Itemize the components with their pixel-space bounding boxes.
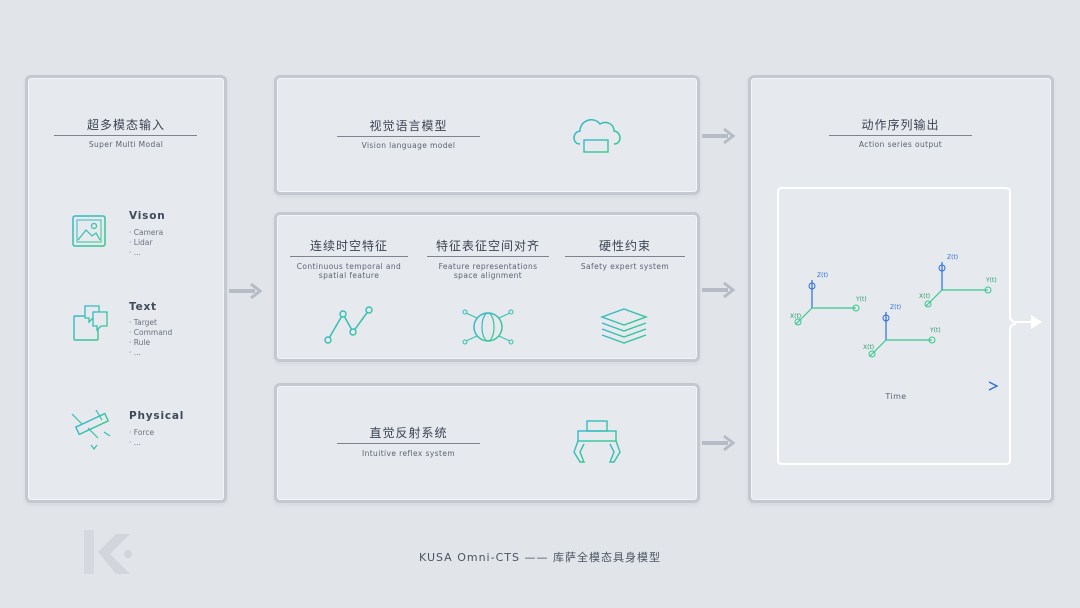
physical-item: · ... [129,438,141,447]
force-sensor-icon [71,409,111,450]
output-subtitle: Action series output [858,140,943,149]
globe-network-icon [462,309,514,345]
reflex-title-rule [337,443,480,444]
x-axis-label: X(t) [790,313,802,320]
text-items: · Target · Command · Rule · ... [129,318,172,358]
subtitle-line: Feature representations [438,262,538,271]
text-item: · ... [129,348,141,357]
feature-block-title: 硬性约束 [598,239,651,253]
y-axis-label: Y(t) [856,296,867,303]
feature-block-subtitle: Safety expert system [565,262,685,271]
subtitle-line: spatial feature [318,271,380,280]
vlm-panel [274,75,700,195]
text-item: · Rule [129,338,151,347]
vision-title: Vison [129,210,166,222]
vision-item: · ... [129,248,141,257]
output-title-rule [829,135,972,136]
subtitle-line: space alignment [453,271,523,280]
feature-block-rule [290,256,408,257]
feature-block-rule [427,256,549,257]
action-series-diagram [777,187,1042,465]
flow-arrow [702,434,736,452]
physical-item: · Force [129,428,155,437]
text-title: Text [129,301,157,313]
x-axis-label: X(t) [919,293,931,300]
flow-arrow [702,127,736,145]
z-axis-label: Z(t) [817,272,829,279]
time-label: Time [885,392,907,401]
cloud-chip-icon [573,119,621,153]
z-axis-label: Z(t) [890,304,902,311]
reflex-subtitle: Intuitive reflex system [361,449,456,458]
text-item: · Command [129,328,173,337]
input-panel [25,75,227,503]
vision-item: · Lidar [129,238,153,247]
subtitle-line: Continuous temporal and [296,262,402,271]
footer-caption: KUSA Omni-CTS —— 库萨全模态具身模型 [419,551,661,564]
physical-title: Physical [129,410,185,422]
image-icon [72,215,106,247]
feature-block-title: 特征表征空间对齐 [435,239,540,253]
output-panel [748,75,1054,503]
line-graph-icon [324,306,373,344]
input-title: 超多模态输入 [86,118,165,132]
layers-icon [599,308,649,344]
input-subtitle: Super Multi Modal [88,140,164,149]
feature-block-rule [565,256,685,257]
vlm-title: 视觉语言模型 [369,119,448,133]
feature-block-subtitle: Continuous temporal and spatial feature [285,262,413,280]
subtitle-line: Safety expert system [580,262,670,271]
z-axis-label: Z(t) [947,254,959,261]
robot-gripper-icon [573,420,621,463]
feature-block-subtitle: Feature representations space alignment [424,262,552,280]
y-axis-label: Y(t) [930,327,941,334]
x-axis-label: X(t) [863,344,875,351]
chat-document-icon [72,305,109,341]
reflex-title: 直觉反射系统 [369,426,448,440]
input-title-rule [54,135,197,136]
feature-block-title: 连续时空特征 [309,239,388,253]
vlm-subtitle: Vision language model [361,141,456,150]
y-axis-label: Y(t) [986,277,997,284]
flow-arrow [229,282,263,300]
vision-item: · Camera [129,228,164,237]
flow-arrow [702,281,736,299]
vision-items: · Camera · Lidar · ... [129,228,163,258]
feature-panel [274,212,700,362]
kusa-logo [84,530,132,574]
vlm-title-rule [337,136,480,137]
output-title: 动作序列输出 [861,118,940,132]
text-item: · Target [129,318,157,327]
physical-items: · Force · ... [129,428,154,448]
